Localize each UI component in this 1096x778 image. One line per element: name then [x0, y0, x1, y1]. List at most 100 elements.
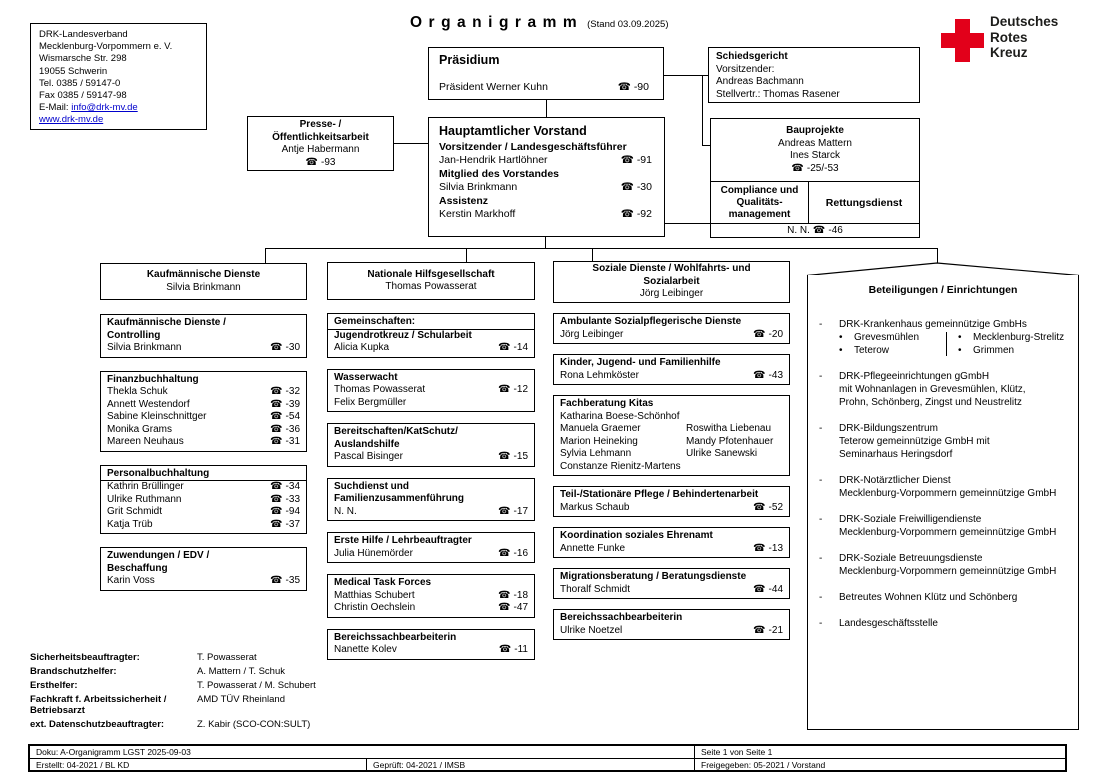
schiedsgericht-line: Vorsitzender:: [716, 63, 775, 75]
column-header-title: Sozialarbeit: [643, 275, 700, 287]
person-row: Thoralf Schmidt☎-44: [560, 584, 783, 597]
beteiligungen-title: Beteiligungen / Einrichtungen: [868, 284, 1018, 296]
officer-row: ext. Datenschutzbeauftragter:Z. Kabir (S…: [30, 719, 370, 730]
person-name: Ulrike Noetzel: [560, 624, 623, 636]
phone-icon: ☎: [270, 436, 283, 447]
person-row: Rona Lehmköster☎-43: [560, 370, 783, 383]
phone-icon: ☎: [498, 342, 511, 353]
person-row: Kerstin Markhoff☎-92: [439, 208, 652, 222]
bullet-icon: •: [839, 332, 843, 343]
phone: ☎-92: [621, 208, 652, 222]
org-box-title: Suchdienst und: [334, 480, 409, 492]
phone-icon: ☎: [498, 644, 512, 655]
org-box: Gemeinschaften:Jugendrotkreuz / Schularb…: [327, 313, 535, 358]
org-box-title: Beschaffung: [107, 562, 168, 574]
org-box-title: Präsidium: [439, 53, 500, 67]
phone-icon: ☎: [270, 493, 283, 505]
phone-extension: -32: [285, 386, 300, 397]
bullet-text: Teterow: [854, 345, 890, 356]
person-row: Thomas Powasserat☎-12: [334, 384, 528, 397]
phone-icon: ☎: [753, 328, 766, 340]
person-name: Matthias Schubert: [334, 589, 415, 601]
phone: ☎-18: [498, 590, 528, 603]
footer-row: Doku: A-Organigramm LGST 2025-09-03 Seit…: [30, 746, 1065, 759]
phone: ☎-14: [498, 342, 528, 355]
bullet-columns: •Grevesmühlen•Teterow•Mecklenburg-Streli…: [839, 331, 1073, 357]
org-box-title: Hauptamtlicher Vorstand: [439, 124, 587, 138]
officer-row: Brandschutzhelfer:A. Mattern / T. Schuk: [30, 666, 370, 677]
phone-extension: -47: [513, 602, 528, 613]
connector-presse-vorstand: [394, 143, 428, 144]
person-name: Julia Hünemörder: [334, 547, 413, 559]
dash-bullet: -: [819, 514, 823, 525]
column-header-title: Nationale Hilfsgesellschaft: [367, 268, 495, 280]
column-header-subtitle: Jörg Leibinger: [639, 288, 704, 300]
phone: ☎-43: [753, 370, 783, 383]
phone: ☎-52: [753, 502, 783, 515]
beteiligungen-item-text: Landesgeschäftsstelle: [839, 617, 1073, 630]
person-name: Kathrin Brüllinger: [107, 481, 184, 492]
phone-extension: -92: [636, 208, 652, 220]
footer-doku: Doku: A-Organigramm LGST 2025-09-03: [30, 746, 695, 758]
org-box-title: Jugendrotkreuz / Schularbeit: [334, 329, 472, 341]
address-line: 19055 Schwerin: [39, 65, 108, 77]
connector-praesidium-schiedsgericht: [664, 75, 708, 76]
phone-extension: -17: [513, 505, 528, 517]
org-box-title: Ambulante Sozialpflegerische Dienste: [560, 316, 742, 327]
email-link[interactable]: info@drk-mv.de: [71, 102, 138, 114]
person-name: Silvia Brinkmann: [439, 181, 518, 193]
red-cross-icon: [941, 19, 984, 62]
officer-value: Z. Kabir (SCO-CON:SULT): [197, 719, 311, 730]
connector-vorstand-rettungsdienst: [664, 223, 710, 224]
page-title-date: (Stand 03.09.2025): [587, 19, 669, 30]
schiedsgericht-line: Andreas Bachmann: [716, 76, 804, 87]
officer-label: Brandschutzhelfer:: [30, 666, 197, 677]
text-line: Mecklenburg-Vorpommern gemeinnützige Gmb…: [839, 566, 1057, 577]
connector-vertical-bauprojekte: [702, 75, 703, 145]
person-name: Thekla Schuk: [107, 386, 168, 397]
phone-extension: -18: [513, 589, 528, 601]
text-line: DRK-Bildungszentrum: [839, 423, 938, 434]
text-line: Betriebsarzt: [30, 705, 85, 716]
bullet-row: •Mecklenburg-Strelitz: [958, 331, 1073, 344]
phone: ☎-30: [621, 181, 652, 195]
org-box-beteiligungen: Beteiligungen / Einrichtungen -DRK-Krank…: [807, 275, 1079, 730]
text-line: Seminarhaus Heringsdorf: [839, 449, 953, 460]
text-line: DRK-Notärztlicher Dienst: [839, 475, 951, 486]
person-name: Sabine Kleinschnittger: [107, 411, 207, 422]
text-line: Prohn, Schönberg, Zingst und Neustrelitz: [839, 397, 1022, 408]
text-line: Ersthelfer:: [30, 680, 78, 691]
org-box-nn: N. N. ☎ -46: [711, 224, 919, 237]
phone: ☎-21: [753, 625, 783, 638]
beteiligungen-items: -DRK-Krankenhaus gemeinnützige GmbHs•Gre…: [808, 318, 1078, 630]
phone-extension: -52: [768, 501, 783, 513]
connector-vorstand-drop: [545, 237, 546, 248]
phone: ☎-47: [498, 602, 528, 615]
website-link[interactable]: www.drk-mv.de: [39, 114, 104, 126]
phone-icon: ☎: [270, 423, 283, 435]
text-line: mit Wohnanlagen in Grevesmühlen, Klütz,: [839, 384, 1026, 395]
phone-icon: ☎: [270, 411, 283, 422]
officer-row: Fachkraft f. Arbeitssicherheit /Betriebs…: [30, 694, 370, 716]
org-box: Teil-/Stationäre Pflege / Behindertenarb…: [553, 486, 790, 517]
person-row: N. N.☎-17: [334, 506, 528, 519]
phone-extension: -20: [768, 328, 783, 340]
text-line: Teterow gemeinnützige GmbH mit: [839, 436, 990, 447]
dash-bullet: -: [819, 475, 823, 486]
org-box-title: Finanzbuchhaltung: [107, 373, 199, 385]
person-name: Katharina Boese-Schönhof: [560, 410, 680, 422]
